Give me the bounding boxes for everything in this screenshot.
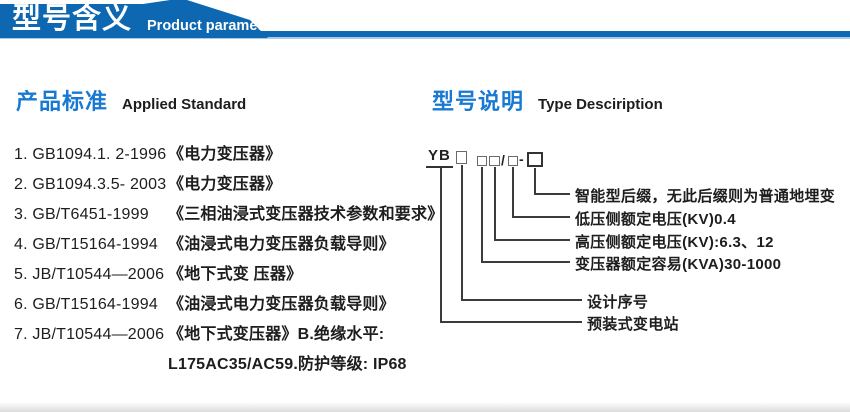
separator-slash: /	[501, 152, 505, 168]
applied-standard-heading: 产品标准 Applied Standard	[16, 84, 246, 116]
code-box-capacity	[477, 156, 487, 166]
standard-code: 7. JB/T10544—2006	[14, 326, 165, 343]
standard-list-item: 2. GB1094.3.5- 2003 《电力变压器》	[14, 170, 444, 200]
standard-code: 4. GB/T15164-1994	[14, 236, 158, 253]
connector-line	[512, 167, 514, 217]
code-label-lv-voltage: 低压侧额定电压(KV)0.4	[575, 211, 736, 228]
connector-line	[512, 216, 570, 218]
connector-line	[440, 321, 582, 323]
code-label-prefab-substation: 预装式变电站	[587, 316, 679, 333]
code-box-smart-suffix	[527, 152, 543, 167]
connector-line	[494, 239, 570, 241]
standard-code: 1. GB1094.1. 2-1996	[14, 146, 167, 163]
connector-line	[461, 165, 463, 300]
connector-line	[534, 168, 536, 194]
code-box-hv-voltage	[489, 156, 500, 166]
applied-standard-title-en: Applied Standard	[122, 96, 247, 113]
type-description-heading: 型号说明 Type Desciription	[432, 84, 663, 116]
banner-bar	[0, 31, 850, 37]
standard-title: 《地下式变 压器》	[168, 266, 303, 283]
standard-code: 2. GB1094.3.5- 2003	[14, 176, 167, 193]
applied-standard-title-cn: 产品标准	[16, 89, 109, 114]
page-title: 型号含义	[12, 3, 133, 35]
code-label-smart-suffix: 智能型后缀，无此后缀则为普通地埋变	[575, 188, 836, 205]
code-label-capacity: 变压器额定容易(KVA)30-1000	[575, 256, 782, 273]
type-description-title-en: Type Desciription	[538, 96, 663, 113]
standard-title: 《油浸式电力变压器负载导则》	[168, 296, 395, 313]
connector-line	[481, 167, 483, 262]
standard-title: 《三相油浸式变压器技术参数和要求》	[168, 206, 444, 223]
standard-code: 3. GB/T6451-1999	[14, 206, 149, 223]
standard-list-item: 6. GB/T15164-1994 《油浸式电力变压器负载导则》	[14, 290, 444, 320]
standard-code: 6. GB/T15164-1994	[14, 296, 158, 313]
code-label-hv-voltage: 高压侧额定电压(KV):6.3、12	[575, 234, 774, 251]
standard-title: 《电力变压器》	[168, 146, 282, 163]
standards-list: 1. GB1094.1. 2-1996 《电力变压器》 2. GB1094.3.…	[14, 140, 444, 380]
standard-title: 《电力变压器》	[168, 176, 282, 193]
standard-list-item: 3. GB/T6451-1999 《三相油浸式变压器技术参数和要求》	[14, 200, 444, 230]
standard-list-item-continuation: L175AC35/AC59.防护等级: IP68	[14, 350, 444, 380]
connector-line	[481, 261, 570, 263]
connector-line	[534, 193, 570, 195]
standard-list-item: 4. GB/T15164-1994 《油浸式电力变压器负载导则》	[14, 230, 444, 260]
standard-list-item: 5. JB/T10544—2006 《地下式变 压器》	[14, 260, 444, 290]
standard-title: 《地下式变压器》B.绝缘水平:	[168, 326, 385, 343]
page-subtitle: Product parameters	[147, 18, 284, 34]
connector-line	[461, 299, 582, 301]
standard-code: 5. JB/T10544—2006	[14, 266, 165, 283]
model-nomenclature-diagram: YB / - 智能型后缀，无此后缀则为普通地埋变 低压侧额定电压(KV)0.4 …	[420, 140, 850, 345]
standard-list-item: 7. JB/T10544—2006 《地下式变压器》B.绝缘水平:	[14, 320, 444, 350]
connector-line	[494, 167, 496, 240]
code-label-design-serial: 设计序号	[587, 294, 649, 311]
connector-line	[440, 168, 442, 322]
code-box-design-serial	[456, 151, 467, 164]
standard-title: L175AC35/AC59.防护等级: IP68	[168, 356, 407, 373]
standard-title: 《油浸式电力变压器负载导则》	[168, 236, 395, 253]
type-description-title-cn: 型号说明	[432, 89, 525, 114]
separator-dash: -	[519, 151, 524, 167]
model-prefix-yb: YB	[426, 147, 453, 168]
page-bottom-shadow	[0, 402, 850, 412]
banner-underline	[0, 37, 850, 39]
standard-list-item: 1. GB1094.1. 2-1996 《电力变压器》	[14, 140, 444, 170]
code-box-lv-voltage	[508, 156, 518, 166]
